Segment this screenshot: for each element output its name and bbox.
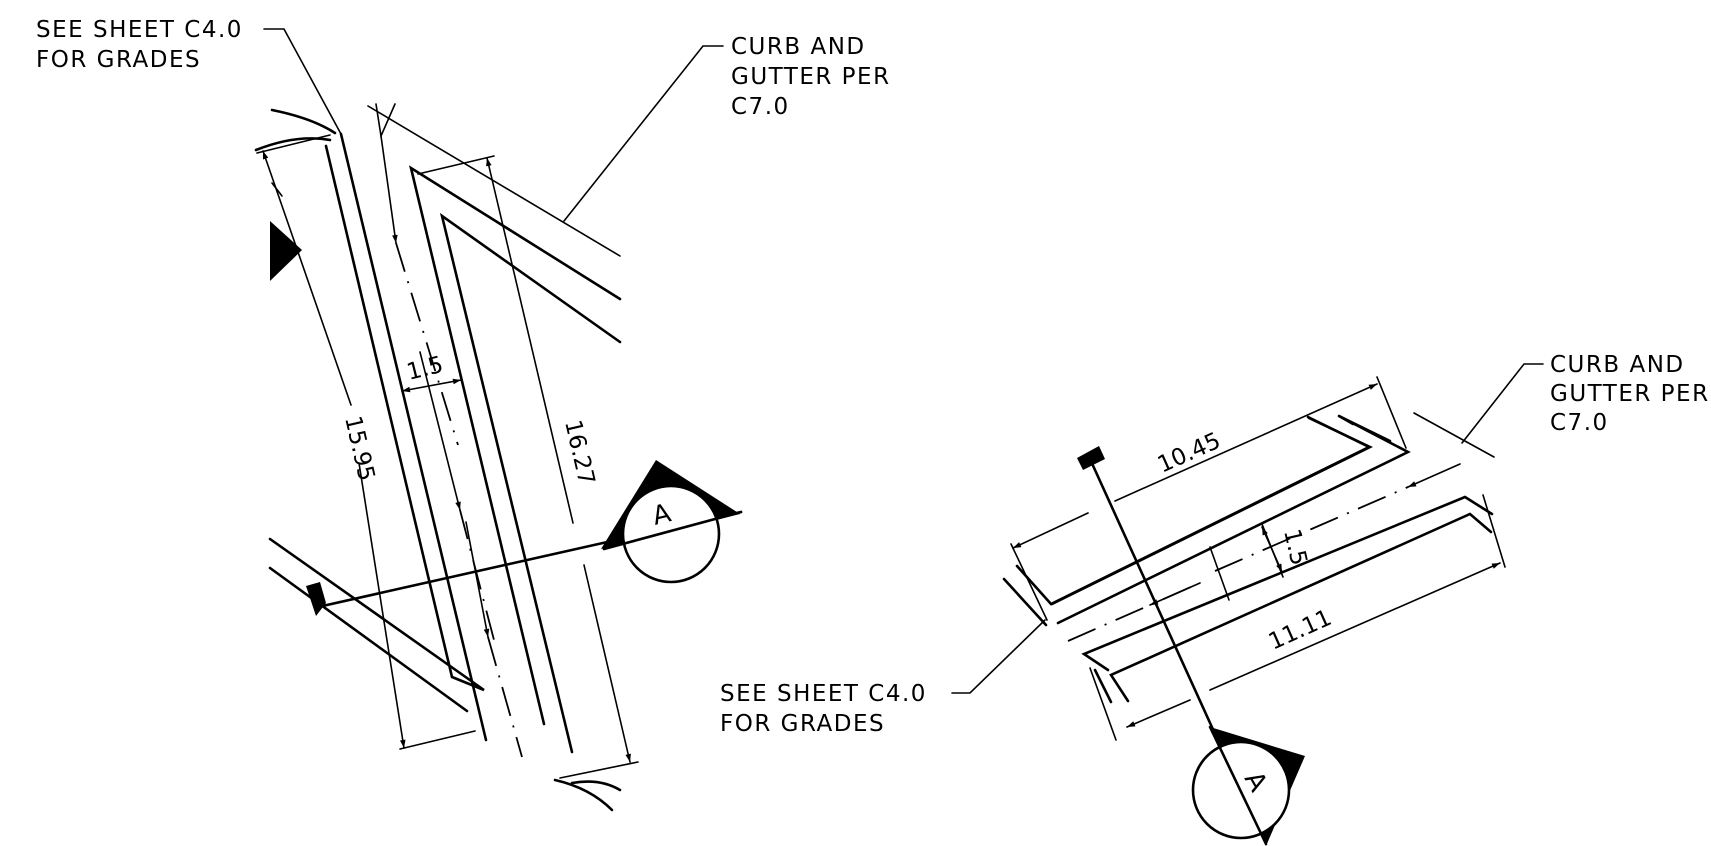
left-curb-leader: CURB AND GUTTER PER C7.0 xyxy=(367,34,891,257)
right-curb-note-line1: CURB AND xyxy=(1550,352,1685,378)
right-flow-dotted-2 xyxy=(1214,486,1409,572)
right-curb-leader-line xyxy=(1461,363,1544,444)
left-dim-16-ext-bottom xyxy=(559,761,639,779)
left-curb-return-arc-outer xyxy=(270,108,337,135)
right-width-ext-1 xyxy=(1209,546,1230,601)
right-flow-arrow-2 xyxy=(1407,463,1461,488)
right-dim-11-ext-right xyxy=(1482,494,1506,568)
left-dim-15-line-a xyxy=(262,150,352,406)
right-section-cut-start-tab xyxy=(1077,446,1105,470)
right-dim-10-label: 10.45 xyxy=(1154,428,1225,479)
left-dim-16-line-b xyxy=(583,564,631,763)
left-bottom-curb-lower xyxy=(268,566,469,713)
left-section-flag-marker xyxy=(270,221,302,281)
left-curb-extension-line xyxy=(367,105,621,257)
left-curb-note-line3: C7.0 xyxy=(731,94,790,120)
left-dim-15-ext-bottom xyxy=(399,730,476,750)
right-dim-10-line-b xyxy=(1114,383,1378,502)
left-curb-note-line2: GUTTER PER xyxy=(731,64,891,90)
left-flow-arrow-2 xyxy=(419,351,461,511)
right-dim-11-line-a xyxy=(1126,699,1191,728)
right-bottom-curb-inner xyxy=(1109,512,1493,703)
right-grades-leader-line xyxy=(951,619,1046,694)
left-gutter-line-inner xyxy=(439,212,622,754)
left-flow-dotted-1 xyxy=(395,242,459,446)
left-dim-16-label: 16.27 xyxy=(559,418,599,488)
right-grades-note-line1: SEE SHEET C4.0 xyxy=(720,681,927,707)
right-curb-extension-line xyxy=(1413,412,1495,458)
right-curb-left-return-1 xyxy=(1015,564,1053,606)
right-detail: CURB AND GUTTER PER C7.0 SEE SHEET C4.0 … xyxy=(720,352,1710,846)
left-dim-16-line-a xyxy=(486,157,574,524)
left-dim-15-ext-top xyxy=(256,134,331,154)
left-flow-dotted-3 xyxy=(487,636,523,758)
left-dim-width-label: 1.5 xyxy=(404,352,446,386)
right-dim-11-line-b xyxy=(1209,562,1501,691)
left-section-bubble: A xyxy=(601,460,743,584)
right-section-bubble-cut xyxy=(1208,725,1268,846)
right-curb-leader: CURB AND GUTTER PER C7.0 xyxy=(1413,352,1710,458)
left-bottom-return-arc-2 xyxy=(570,780,622,792)
left-grades-leader-line xyxy=(263,28,342,135)
right-bottom-curb-outer xyxy=(1081,495,1494,672)
left-grades-note-line1: SEE SHEET C4.0 xyxy=(36,17,243,43)
left-section-cut-start-tab xyxy=(306,582,326,616)
right-curb-note-line2: GUTTER PER xyxy=(1550,381,1710,407)
left-curb-leader-line xyxy=(563,45,724,222)
left-dim-15-tick xyxy=(271,182,283,197)
left-dim-16-ext-top xyxy=(417,155,495,175)
right-grades-note-line2: FOR GRADES xyxy=(720,711,885,737)
left-curb-line-1 xyxy=(324,144,454,679)
left-grades-leader: SEE SHEET C4.0 FOR GRADES xyxy=(36,17,342,135)
right-curb-note-line3: C7.0 xyxy=(1550,410,1609,436)
left-flow-arrow-3 xyxy=(465,521,490,638)
right-bottom-curb-end xyxy=(1093,668,1113,704)
right-section-bubble: A xyxy=(1191,725,1305,846)
right-flow-arrow-1 xyxy=(1149,582,1201,606)
left-dim-15-line-b xyxy=(358,462,406,749)
right-gutter-visible xyxy=(1049,415,1372,606)
right-dim-width-label: 1.5 xyxy=(1278,527,1312,568)
right-curb-left-return-2 xyxy=(1002,577,1048,627)
left-curb-line-2 xyxy=(339,132,488,742)
left-flow-arrow-1 xyxy=(380,135,398,244)
right-dim-width-line xyxy=(1261,526,1283,573)
right-grades-leader: SEE SHEET C4.0 FOR GRADES xyxy=(720,619,1046,737)
right-dim-10-ext-right xyxy=(1376,376,1407,449)
left-dim-15-label: 15.95 xyxy=(339,414,379,484)
left-bottom-curb-upper xyxy=(268,537,485,692)
right-gutter-visible-2 xyxy=(1056,414,1411,625)
left-section-bubble-circle xyxy=(621,484,721,584)
left-gutter-line-outer xyxy=(408,165,622,726)
left-flow-dotted-2 xyxy=(459,509,495,641)
right-dim-11-ext-left xyxy=(1089,667,1117,741)
left-curb-return-arc-inner xyxy=(254,137,332,152)
left-curb-note-line1: CURB AND xyxy=(731,34,866,60)
right-dim-11-label: 11.11 xyxy=(1265,605,1336,656)
left-bottom-return-arc-1 xyxy=(553,778,614,812)
left-grades-note-line2: FOR GRADES xyxy=(36,47,201,73)
right-dim-10-ext-left xyxy=(1010,543,1048,621)
left-section-bubble-cut xyxy=(602,510,743,551)
left-dim-width-line xyxy=(401,378,462,393)
right-dim-10-line-a xyxy=(1012,512,1089,549)
